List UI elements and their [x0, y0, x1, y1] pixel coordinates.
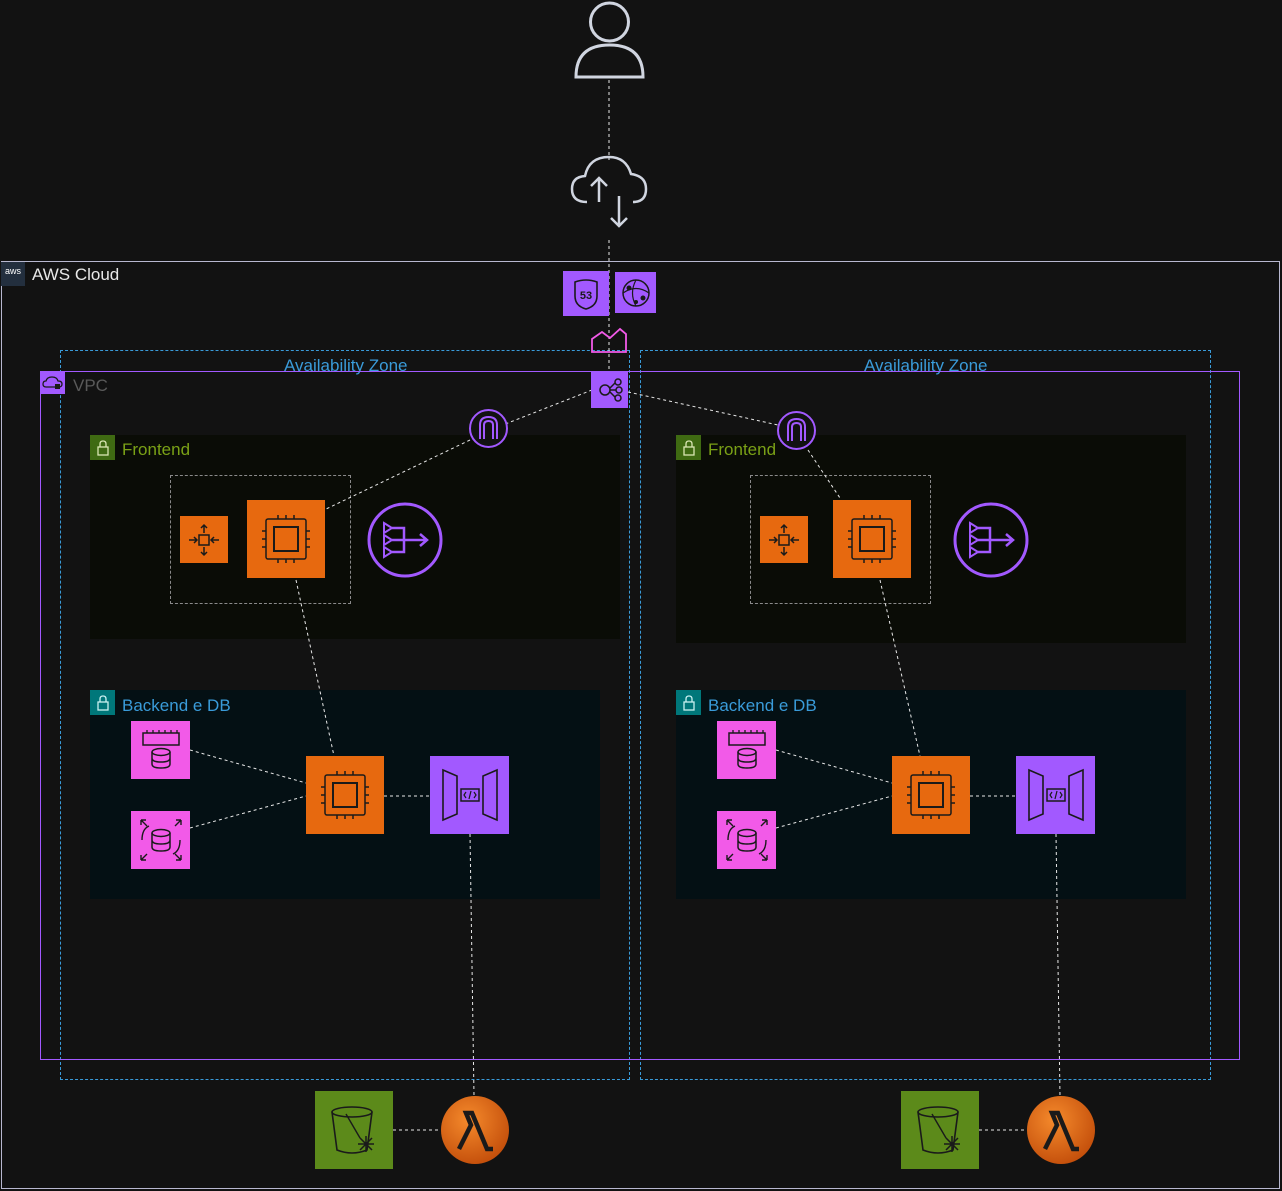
elasticache-az2-icon [717, 721, 776, 779]
backend-subnet-az2-label: Backend e DB [708, 696, 817, 715]
rds-az2-icon [717, 811, 776, 869]
user-icon [572, 0, 647, 80]
api-gateway-az1-icon [430, 756, 509, 834]
availability-zone-2 [640, 350, 1211, 1080]
lambda-az2-icon [1026, 1095, 1096, 1165]
route53-icon: 53 [563, 271, 609, 316]
vpc-icon [40, 371, 65, 394]
nat-gateway-az1-icon [366, 501, 444, 579]
aws-logo-text: aws [4, 266, 21, 276]
vpc-label: VPC [73, 376, 108, 395]
auto-scaling-az1-icon [180, 516, 228, 563]
auto-scaling-group-az2 [750, 475, 931, 604]
auto-scaling-az2-icon [760, 516, 808, 563]
ec2-backend-az1-icon [306, 756, 384, 834]
waf-icon [590, 326, 628, 354]
ec2-frontend-az1-icon [247, 500, 325, 578]
ec2-frontend-az2-icon [833, 500, 911, 578]
lambda-az1-icon [440, 1095, 510, 1165]
frontend-subnet-az1-label: Frontend [122, 440, 191, 459]
aws-logo-icon: aws [1, 262, 25, 286]
ec2-backend-az2-icon [892, 756, 970, 834]
auto-scaling-group-az1 [170, 475, 351, 604]
api-gateway-az2-icon [1016, 756, 1095, 834]
backend-subnet-az1-label: Backend e DB [122, 696, 231, 715]
availability-zone-2-label: Availability Zone [864, 356, 988, 375]
aws-cloud-label: AWS Cloud [32, 265, 120, 284]
availability-zone-1 [60, 350, 630, 1080]
frontend-subnet-az1 [90, 435, 620, 639]
frontend-subnet-az2-label: Frontend [708, 440, 777, 459]
internet-gateway-az1-icon [468, 408, 509, 449]
aws-cloud-group [1, 261, 1280, 1189]
route53-badge-text: 53 [580, 290, 592, 302]
internet-gateway-az2-icon [776, 410, 817, 451]
vpc-group [40, 371, 1240, 1060]
backend-subnet-az2-lock-icon [676, 690, 701, 715]
nat-gateway-az2-icon [952, 501, 1030, 579]
s3-glacier-az1-icon [315, 1091, 393, 1169]
elasticache-az1-icon [131, 721, 190, 779]
rds-az1-icon [131, 811, 190, 869]
internet-gateway-cloud-icon [569, 152, 649, 230]
frontend-subnet-az1-lock-icon [90, 435, 115, 460]
backend-subnet-az1-lock-icon [90, 690, 115, 715]
elastic-load-balancer-icon [591, 371, 628, 408]
frontend-subnet-az2-lock-icon [676, 435, 701, 460]
availability-zone-1-label: Availability Zone [284, 356, 408, 375]
s3-glacier-az2-icon [901, 1091, 979, 1169]
cloudfront-icon [615, 272, 656, 313]
